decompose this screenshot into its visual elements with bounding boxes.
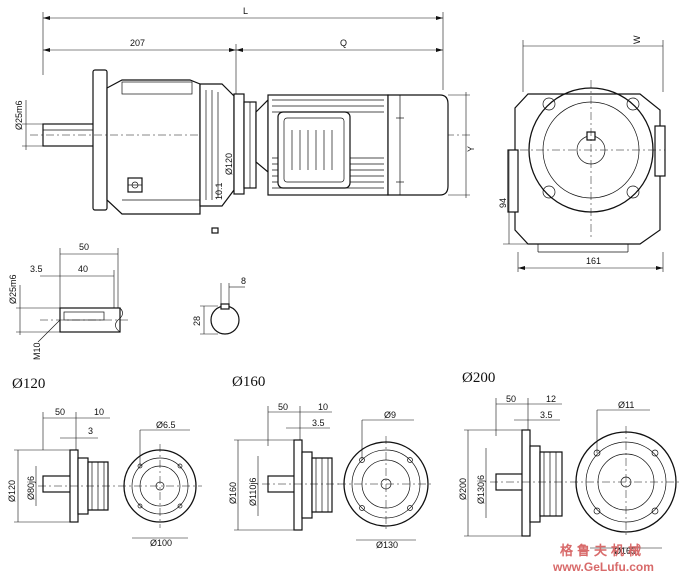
dim-161: 161 bbox=[586, 256, 601, 266]
flange-dim-pcd: Ø130 bbox=[376, 540, 398, 550]
flange-title: Ø160 bbox=[232, 374, 265, 390]
dim-Q: Q bbox=[340, 38, 347, 48]
shaft-dim-40: 40 bbox=[78, 264, 88, 274]
shaft-dim-M10: M10 bbox=[32, 342, 42, 360]
flange-option-200: Ø200 50 12 3.5 Ø200 Ø130j6 Ø11 Ø165 bbox=[458, 370, 682, 556]
flange-title: Ø200 bbox=[462, 370, 495, 386]
flange-dim-50: 50 bbox=[278, 402, 288, 412]
flange-option-120: Ø120 50 10 3 Ø120 Ø80j6 Ø6.5 bbox=[7, 376, 202, 548]
dim-flange-dia: Ø120 bbox=[224, 153, 234, 175]
flange-dim-3: 3.5 bbox=[540, 410, 553, 420]
flange-dim-10: 12 bbox=[546, 394, 556, 404]
flange-dim-50: 50 bbox=[506, 394, 516, 404]
key-dim-28: 28 bbox=[192, 316, 202, 326]
shaft-detail: 50 40 3.5 Ø25m6 M10 bbox=[8, 242, 130, 360]
flange-option-160: Ø160 50 10 3.5 Ø160 Ø110j6 Ø9 Ø130 bbox=[228, 374, 434, 550]
flange-dim-hole: Ø11 bbox=[618, 400, 634, 410]
dim-Y: Y bbox=[466, 146, 476, 152]
main-side-view: L 207 Q Ø25m6 bbox=[14, 6, 476, 234]
watermark-cn: 格鲁夫机械 bbox=[560, 543, 645, 559]
flange-title: Ø120 bbox=[12, 376, 45, 392]
shaft-dim-3-5: 3.5 bbox=[30, 264, 43, 274]
dim-shaft-dia: Ø25m6 bbox=[14, 100, 24, 130]
flange-dim-outer: Ø160 bbox=[228, 482, 238, 504]
shaft-dim-dia: Ø25m6 bbox=[8, 274, 18, 304]
dim-L: L bbox=[243, 6, 248, 16]
dim-94: 94 bbox=[498, 198, 508, 208]
flange-dim-spigot: Ø130j6 bbox=[476, 475, 486, 504]
watermark: 格鲁夫机械 www.GeLufu.com bbox=[552, 543, 654, 574]
key-dim-8: 8 bbox=[241, 276, 246, 286]
flange-dim-outer: Ø120 bbox=[7, 480, 17, 502]
flange-dim-3: 3 bbox=[88, 426, 93, 436]
flange-dim-hole: Ø9 bbox=[384, 410, 396, 420]
flange-dim-10: 10 bbox=[318, 402, 328, 412]
flange-dim-spigot: Ø110j6 bbox=[248, 478, 258, 506]
watermark-url: www.GeLufu.com bbox=[552, 560, 654, 574]
shaft-dim-50: 50 bbox=[79, 242, 89, 252]
dim-W: W bbox=[632, 35, 642, 44]
flange-dim-spigot: Ø80j6 bbox=[26, 476, 36, 500]
end-view: W 94 161 bbox=[498, 35, 666, 272]
flange-dim-3: 3.5 bbox=[312, 418, 325, 428]
dim-10-1: 10.1 bbox=[214, 182, 224, 200]
flange-dim-10: 10 bbox=[94, 407, 104, 417]
flange-dim-hole: Ø6.5 bbox=[156, 420, 176, 430]
flange-dim-pcd: Ø100 bbox=[150, 538, 172, 548]
flange-dim-50: 50 bbox=[55, 407, 65, 417]
key-section: 8 28 bbox=[192, 276, 246, 335]
flange-dim-pcd: Ø165 bbox=[614, 546, 636, 556]
dim-207: 207 bbox=[130, 38, 145, 48]
flange-dim-outer: Ø200 bbox=[458, 478, 468, 500]
